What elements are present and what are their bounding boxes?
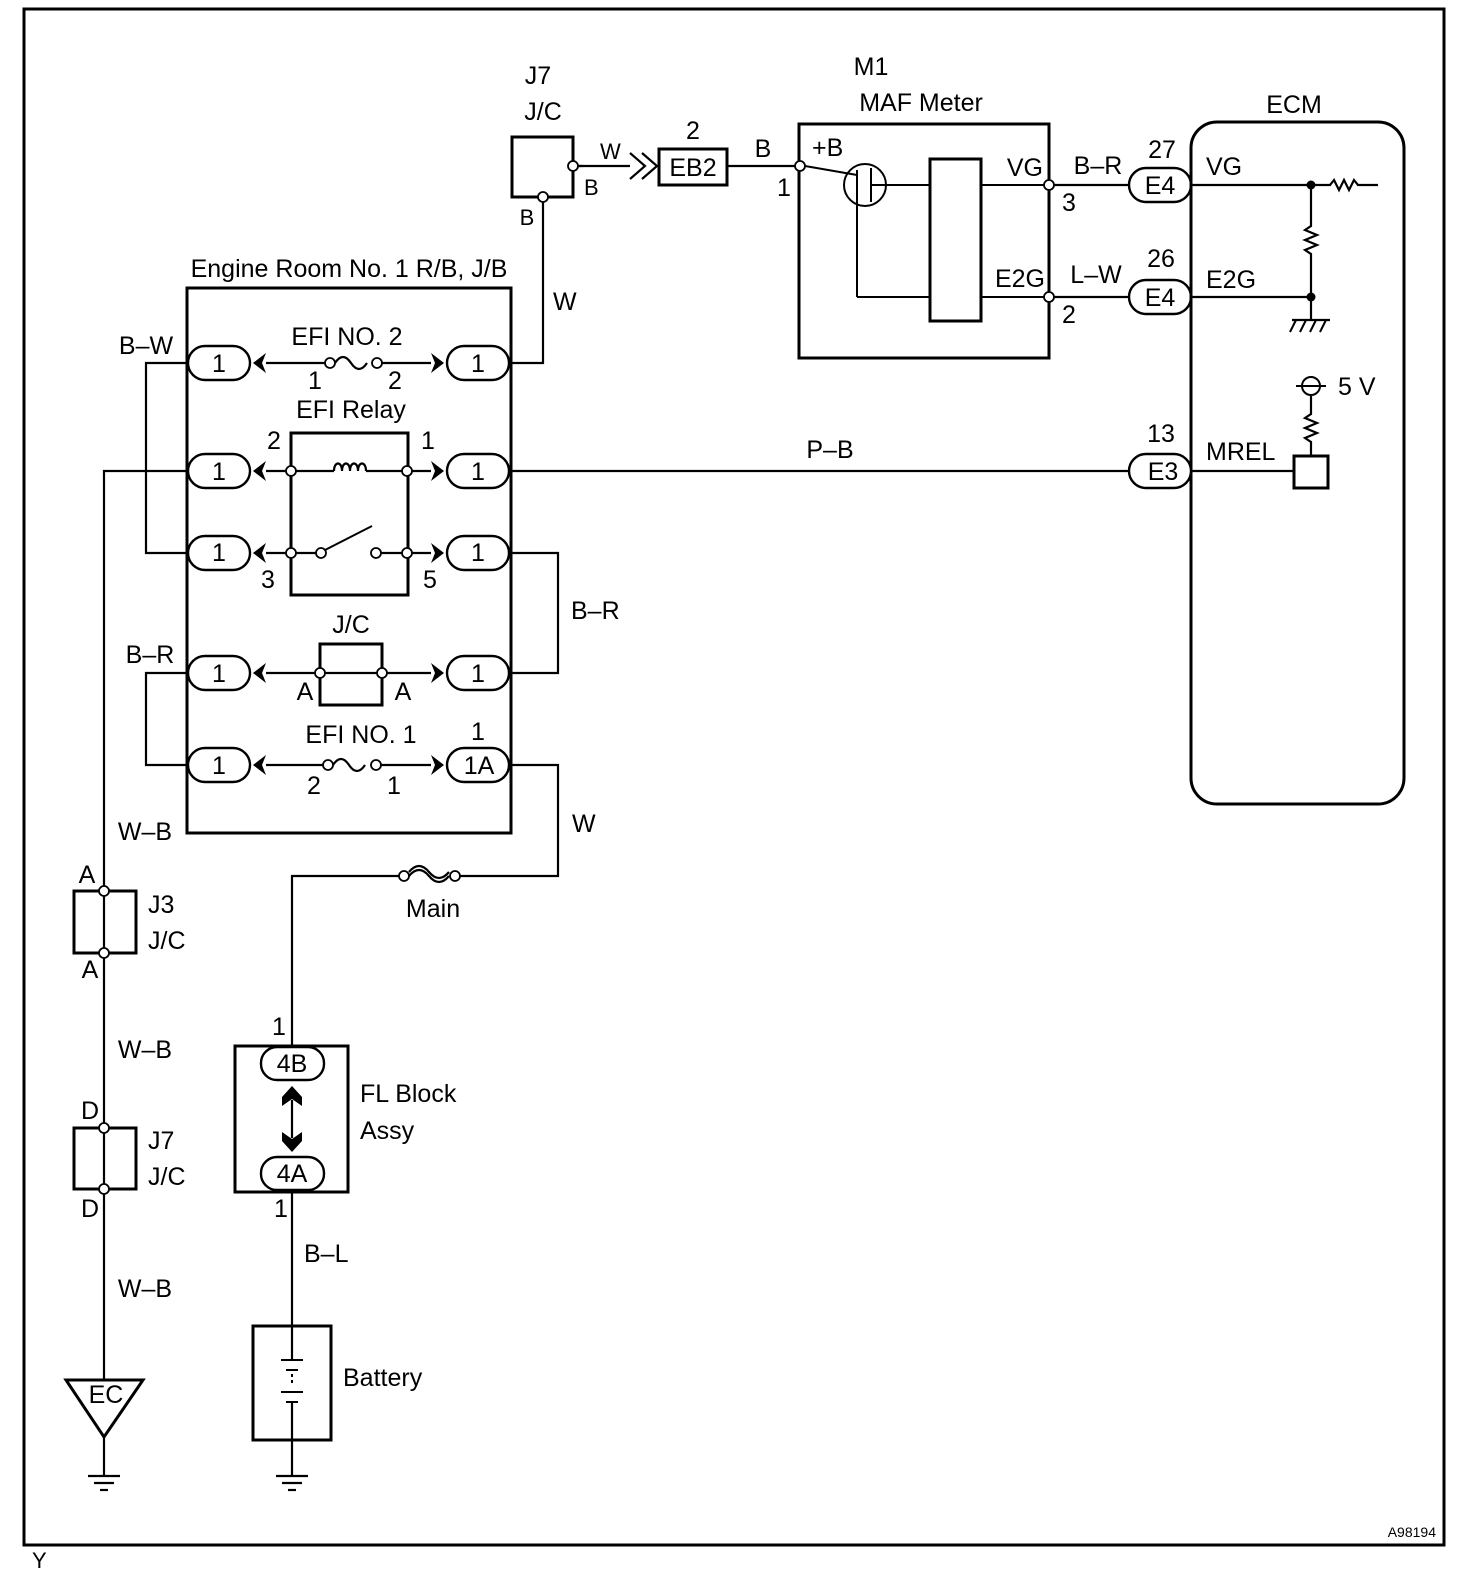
svg-text:J/C: J/C (332, 611, 370, 639)
svg-text:13: 13 (1147, 420, 1175, 448)
svg-text:E4: E4 (1145, 284, 1176, 312)
svg-text:EFI NO. 2: EFI NO. 2 (291, 323, 402, 351)
footer-code: A98194 (1388, 1524, 1436, 1540)
svg-text:W–B: W–B (118, 818, 172, 846)
svg-text:MREL: MREL (1206, 438, 1276, 466)
svg-text:1: 1 (471, 350, 485, 378)
svg-text:1: 1 (471, 539, 485, 567)
j7-top-junction: J7 J/C B B W (510, 62, 621, 365)
svg-text:W: W (600, 139, 621, 164)
svg-text:4A: 4A (277, 1160, 308, 1188)
svg-text:27: 27 (1148, 136, 1176, 164)
svg-text:W: W (572, 810, 596, 838)
connector-e3-mrel (1127, 452, 1193, 490)
svg-text:Main: Main (406, 895, 460, 923)
svg-text:1: 1 (212, 458, 226, 486)
svg-text:J/C: J/C (524, 98, 562, 126)
wire-j7-to-maf: EB2 2 B (578, 117, 800, 187)
svg-text:B–R: B–R (1074, 152, 1123, 180)
svg-text:W: W (553, 288, 577, 316)
svg-text:W–B: W–B (118, 1036, 172, 1064)
wire-maf-to-ecm: B–R L–W E4 27 E4 26 (1054, 136, 1193, 316)
svg-text:1: 1 (308, 367, 322, 395)
svg-text:D: D (81, 1097, 99, 1125)
relay-block-external-wires: B–W B–R B–R W (119, 332, 620, 878)
svg-text:4B: 4B (277, 1050, 308, 1078)
svg-text:M1: M1 (854, 53, 889, 81)
svg-text:1: 1 (387, 772, 401, 800)
svg-text:W–B: W–B (118, 1275, 172, 1303)
svg-text:2: 2 (388, 367, 402, 395)
svg-text:Engine Room No. 1 R/B, J/B: Engine Room No. 1 R/B, J/B (191, 255, 508, 283)
svg-text:J7: J7 (525, 62, 551, 90)
svg-text:EFI NO. 1: EFI NO. 1 (305, 721, 416, 749)
svg-text:ECM: ECM (1266, 91, 1322, 119)
svg-text:1: 1 (471, 660, 485, 688)
svg-text:3: 3 (1062, 189, 1076, 217)
svg-text:D: D (81, 1195, 99, 1223)
svg-text:A: A (297, 678, 314, 706)
svg-text:B–R: B–R (571, 597, 620, 625)
svg-text:VG: VG (1007, 154, 1043, 182)
svg-text:1: 1 (212, 660, 226, 688)
svg-text:1: 1 (212, 539, 226, 567)
svg-text:3: 3 (261, 566, 275, 594)
svg-text:E3: E3 (1148, 458, 1179, 486)
diagram-frame (22, 7, 1446, 1547)
svg-text:A: A (395, 678, 412, 706)
engine-room-relay-block: Engine Room No. 1 R/B, J/B W 1 1 EFI NO.… (185, 255, 577, 835)
svg-text:A: A (79, 861, 96, 889)
svg-text:1: 1 (274, 1195, 288, 1223)
svg-text:1: 1 (212, 350, 226, 378)
svg-text:5: 5 (423, 566, 437, 594)
svg-text:2: 2 (1062, 301, 1076, 329)
svg-text:1A: 1A (464, 752, 495, 780)
svg-text:Assy: Assy (360, 1117, 415, 1145)
svg-text:P–B: P–B (806, 436, 853, 464)
svg-text:1: 1 (421, 427, 435, 455)
battery: B–L Battery (251, 1192, 423, 1492)
svg-text:EC: EC (89, 1381, 124, 1409)
svg-text:26: 26 (1147, 245, 1175, 273)
svg-text:B: B (755, 135, 772, 163)
fl-block-assy: 1 4B 4A 1 FL Block Assy (233, 1013, 457, 1223)
svg-text:L–W: L–W (1070, 261, 1122, 289)
maf-meter: M1 MAF Meter 1 +B VG E2G 3 2 (777, 53, 1076, 360)
svg-text:A: A (82, 956, 99, 984)
svg-text:VG: VG (1206, 153, 1242, 181)
svg-text:Battery: Battery (343, 1364, 423, 1392)
svg-text:B–R: B–R (126, 641, 175, 669)
svg-text:FL Block: FL Block (360, 1080, 457, 1108)
svg-text:MAF Meter: MAF Meter (859, 89, 983, 117)
svg-text:J/C: J/C (148, 927, 186, 955)
svg-text:1: 1 (272, 1013, 286, 1041)
svg-text:J3: J3 (148, 891, 174, 919)
svg-text:B–W: B–W (119, 332, 174, 360)
svg-text:5 V: 5 V (1338, 373, 1376, 401)
svg-text:E4: E4 (1145, 172, 1176, 200)
ecm-unit: ECM VG E2G MREL 5 V (1189, 91, 1406, 806)
svg-text:E2G: E2G (1206, 266, 1256, 294)
svg-text:1: 1 (471, 718, 485, 746)
main-fusible-link: Main (290, 864, 461, 1046)
svg-text:J7: J7 (148, 1127, 174, 1155)
svg-text:+B: +B (812, 134, 843, 162)
svg-text:B: B (520, 205, 535, 230)
svg-text:2: 2 (267, 427, 281, 455)
svg-text:B–L: B–L (304, 1240, 349, 1268)
ground-chain: W–B A A J3 J/C W–B D D J7 J/C W–B EC (63, 469, 188, 1492)
svg-text:EB2: EB2 (669, 154, 716, 182)
svg-text:EFI Relay: EFI Relay (296, 396, 406, 424)
svg-text:1: 1 (777, 174, 791, 202)
svg-text:B: B (584, 175, 599, 200)
svg-text:1: 1 (212, 752, 226, 780)
footer-left-label: Y (32, 1548, 47, 1573)
svg-text:J/C: J/C (148, 1163, 186, 1191)
svg-text:2: 2 (686, 117, 700, 145)
wire-mrel: P–B E3 13 (510, 420, 1193, 490)
svg-text:2: 2 (307, 772, 321, 800)
svg-text:1: 1 (471, 458, 485, 486)
svg-text:E2G: E2G (995, 265, 1045, 293)
